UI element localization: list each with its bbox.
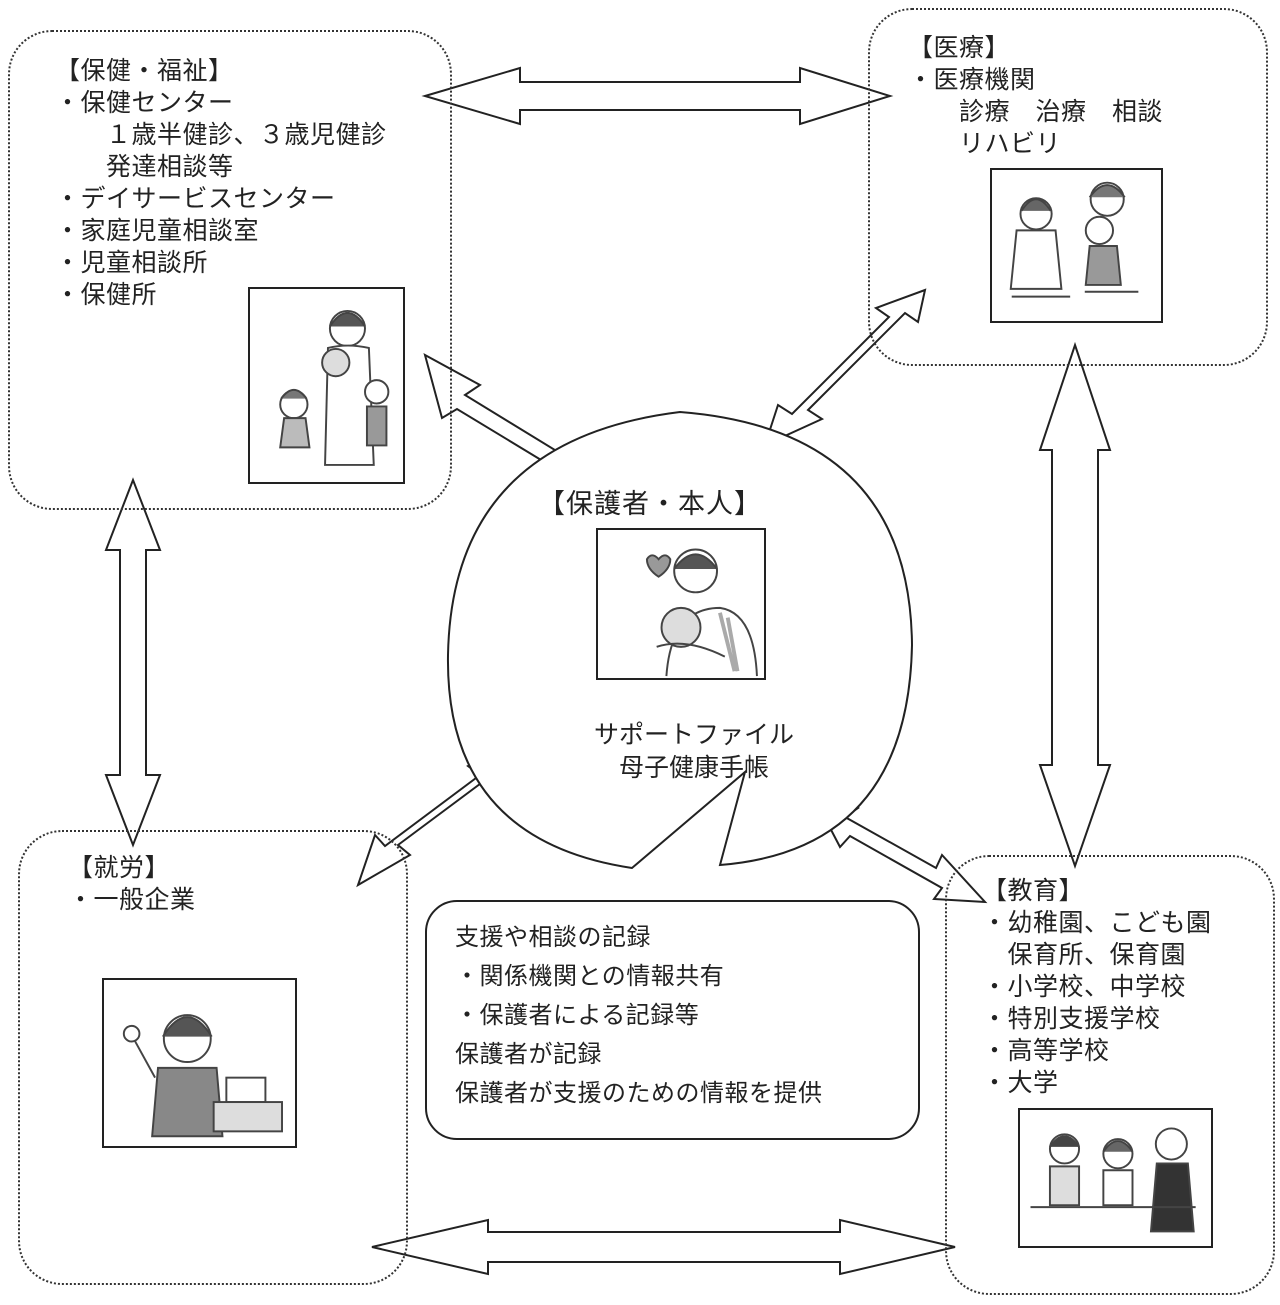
education-item: 保育所、保育園 xyxy=(982,940,1187,969)
medical-title: 【医療】 xyxy=(908,33,1011,62)
record-note-text: 支援や相談の記録 ・関係機関との情報共有 ・保護者による記録等 保護者が記録 保… xyxy=(455,918,823,1113)
record-note-line: 支援や相談の記録 xyxy=(455,923,651,951)
record-note-line: ・保護者による記録等 xyxy=(455,1001,700,1029)
health-item: ・家庭児童相談室 xyxy=(55,216,260,245)
education-item: ・大学 xyxy=(982,1068,1059,1097)
health-item: １歳半健診、３歳児健診 xyxy=(55,120,387,149)
education-text: 【教育】 ・幼稚園、こども園 保育所、保育園 ・小学校、中学校 ・特別支援学校 … xyxy=(982,875,1212,1099)
center-sub-1: サポートファイル xyxy=(593,720,794,749)
health-welfare-text: 【保健・福祉】 ・保健センター １歳半健診、３歳児健診 発達相談等 ・デイサービ… xyxy=(55,55,387,311)
education-item: ・特別支援学校 xyxy=(982,1004,1161,1033)
health-item: ・デイサービスセンター xyxy=(55,184,336,213)
health-title: 【保健・福祉】 xyxy=(55,56,234,85)
doctor-illustration xyxy=(990,168,1163,323)
education-item: ・幼稚園、こども園 xyxy=(982,908,1212,937)
medical-item: ・医療機関 xyxy=(908,65,1036,94)
classroom-illustration xyxy=(1018,1108,1213,1248)
arrow-medical-education xyxy=(1038,341,1112,870)
medical-text: 【医療】 ・医療機関 診療 治療 相談 リハビリ xyxy=(908,32,1163,160)
health-item: ・保健センター xyxy=(55,88,234,117)
medical-box xyxy=(868,8,1268,366)
record-note-box xyxy=(425,900,920,1140)
work-item: ・一般企業 xyxy=(68,885,196,914)
parent-baby-illustration xyxy=(596,528,766,680)
worker-illustration xyxy=(102,978,297,1148)
record-note-line: ・関係機関との情報共有 xyxy=(455,962,725,990)
education-title: 【教育】 xyxy=(982,876,1085,905)
work-title: 【就労】 xyxy=(68,853,171,882)
health-item: ・保健所 xyxy=(55,280,158,309)
health-welfare-box xyxy=(8,30,452,510)
education-item: ・小学校、中学校 xyxy=(982,972,1187,1001)
medical-item: リハビリ xyxy=(908,129,1062,158)
education-item: ・高等学校 xyxy=(982,1036,1110,1065)
record-note-line: 保護者が記録 xyxy=(455,1040,602,1068)
center-sub-2: 母子健康手帳 xyxy=(618,753,769,782)
education-box xyxy=(945,855,1275,1295)
arrow-health-medical xyxy=(421,66,894,126)
arrow-health-work xyxy=(104,477,162,848)
center-title: 【保護者・本人】 xyxy=(538,489,762,520)
arrow-work-education xyxy=(371,1218,956,1276)
medical-item: 診療 治療 相談 xyxy=(908,97,1164,126)
health-item: ・児童相談所 xyxy=(55,248,209,277)
work-box xyxy=(18,830,408,1285)
health-item: 発達相談等 xyxy=(55,152,234,181)
record-note-line: 保護者が支援のための情報を提供 xyxy=(455,1079,823,1107)
work-text: 【就労】 ・一般企業 xyxy=(68,852,196,916)
family-illustration xyxy=(248,287,405,484)
